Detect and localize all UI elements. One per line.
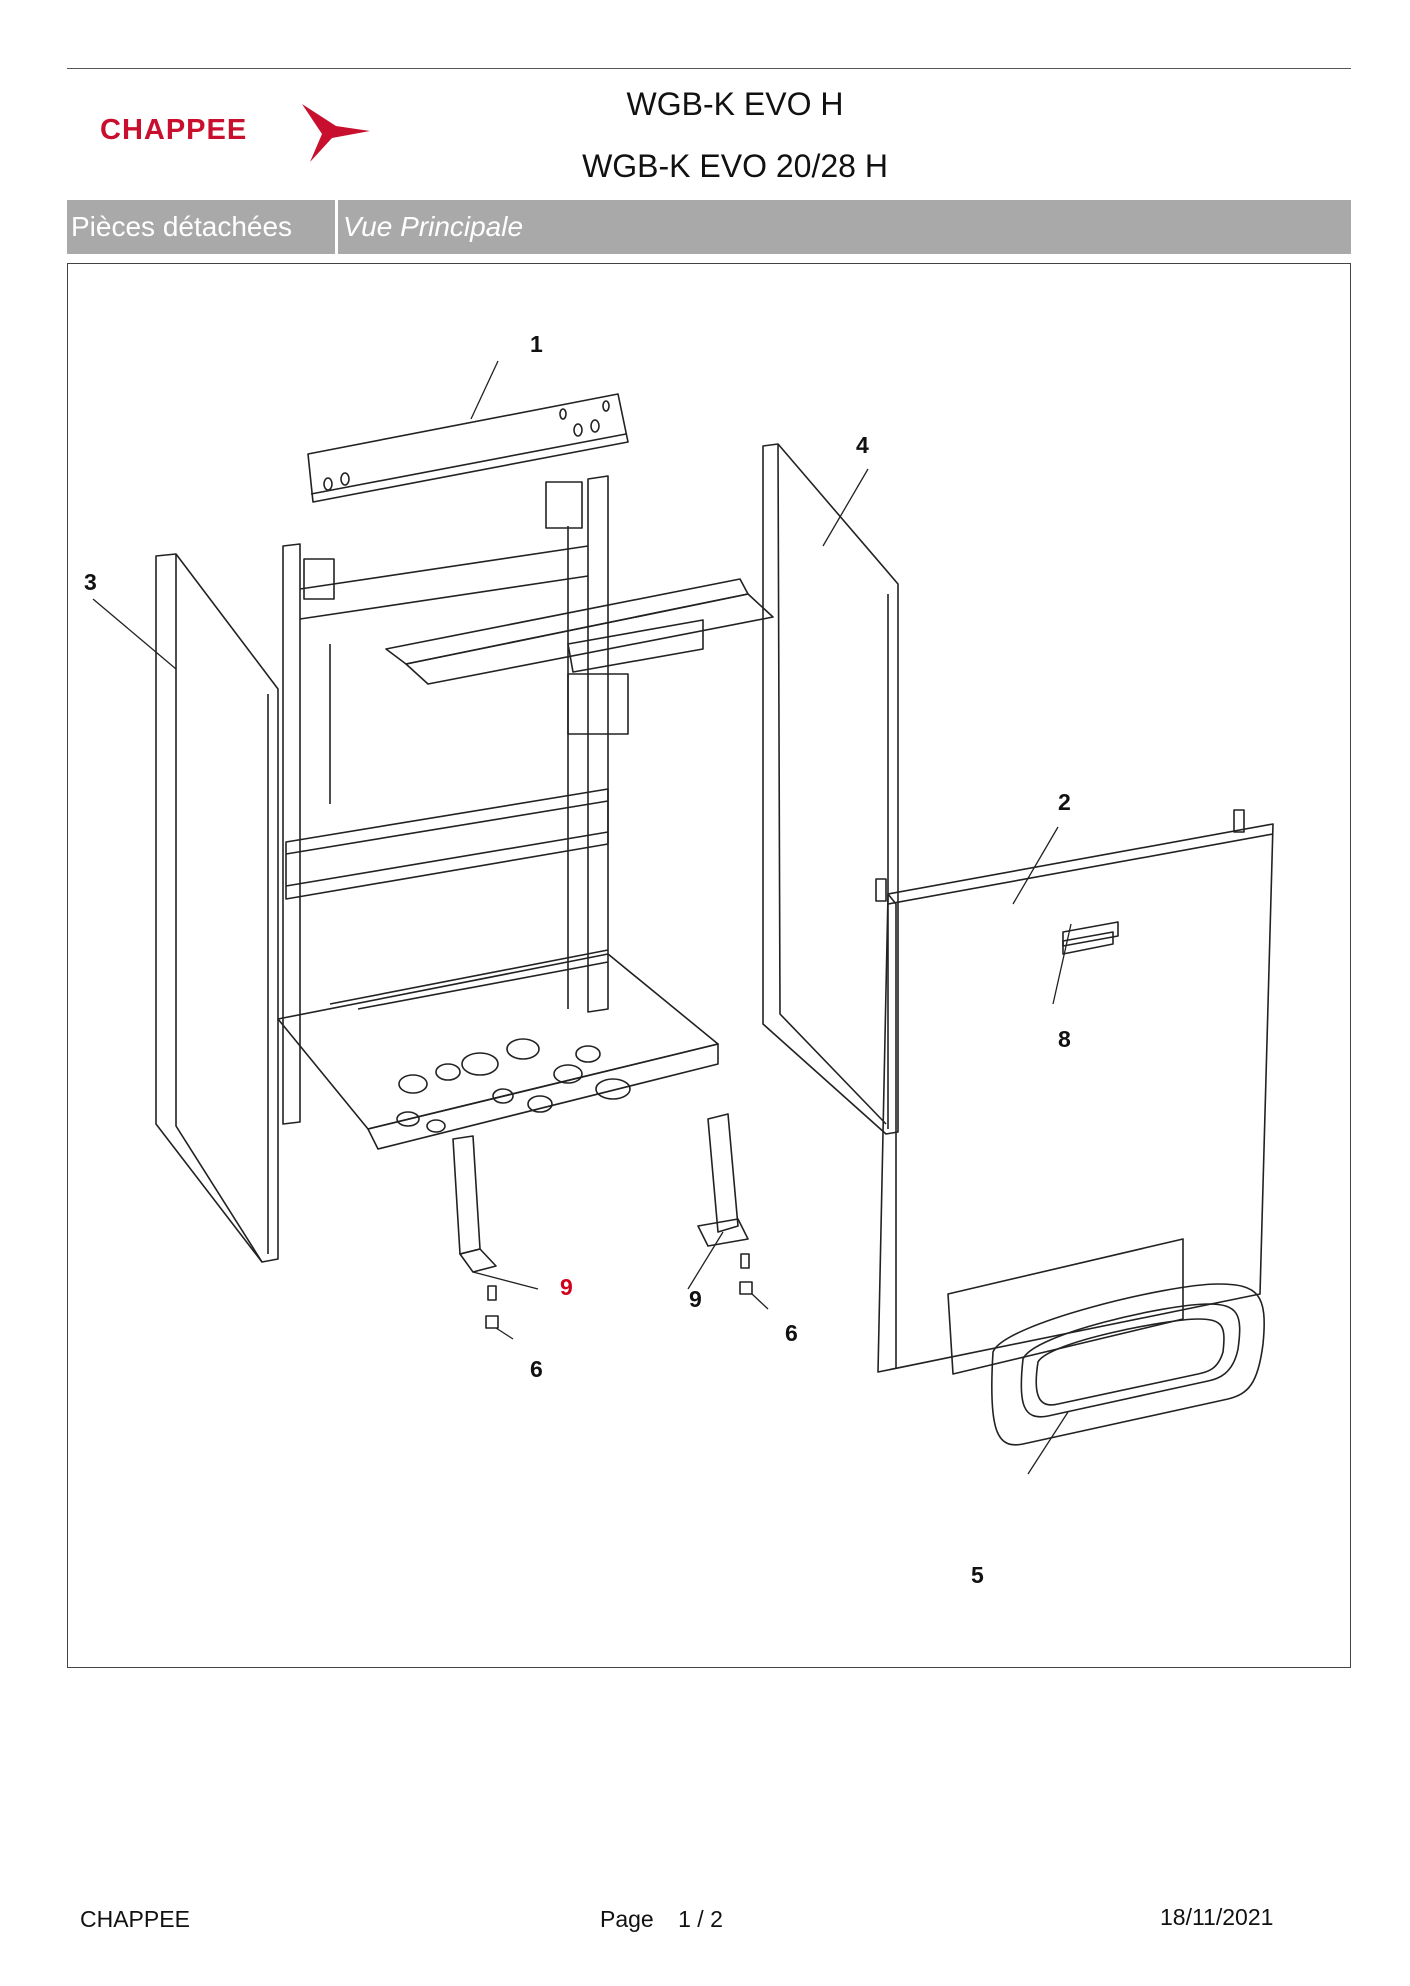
side-panel-left [155,553,279,1263]
callout-9: 9 [689,1286,702,1312]
view-label: Vue Principale [343,211,524,242]
screw-right-part-6 [739,1253,753,1295]
callout-3: 3 [84,569,97,595]
top-rule [67,68,1351,69]
page-title-line2: WGB-K EVO 20/28 H [582,148,888,184]
logo-text: CHAPPEE [100,114,248,146]
leader-lines [92,360,1072,1475]
callout-6-left: 6 [530,1356,543,1382]
callout-9-highlighted: 9 [560,1274,573,1300]
callout-2: 2 [1058,789,1071,815]
logo-chevron-icon [302,104,370,162]
footer-page-label: Page [600,1906,654,1932]
front-panel-part-2 [875,809,1274,1373]
callout-5: 5 [971,1562,984,1588]
control-plate-part-8 [1062,921,1119,947]
callout-4: 4 [856,432,869,458]
exploded-diagram: 1 3 4 2 8 9 9 6 6 5 [67,263,1351,1668]
footer-page-number: 1 / 2 [678,1906,723,1932]
section-separator [335,200,338,254]
callout-8: 8 [1058,1026,1071,1052]
bottom-tray [277,949,719,1150]
top-plate-part-1 [307,393,629,503]
diagram-drawing [92,360,1274,1475]
callout-6-right: 6 [785,1320,798,1346]
footer-brand: CHAPPEE [80,1906,190,1932]
screw-left-part-6 [485,1285,499,1329]
callout-1: 1 [530,331,543,357]
section-bar: Pièces détachées Vue Principale [67,200,1351,254]
side-frame-part-4 [762,443,899,1135]
bracket-right-part-9 [697,1113,749,1247]
bracket-left-part-9 [452,1135,497,1273]
footer-date: 18/11/2021 [1160,1904,1274,1930]
section-label: Pièces détachées [71,211,293,242]
footer-page: Page 1 / 2 [600,1906,723,1933]
main-frame [282,475,774,1125]
chappee-logo: CHAPPEE [100,104,370,162]
page-title-line1: WGB-K EVO H [626,86,844,122]
front-cover-part-5 [947,1238,1265,1446]
